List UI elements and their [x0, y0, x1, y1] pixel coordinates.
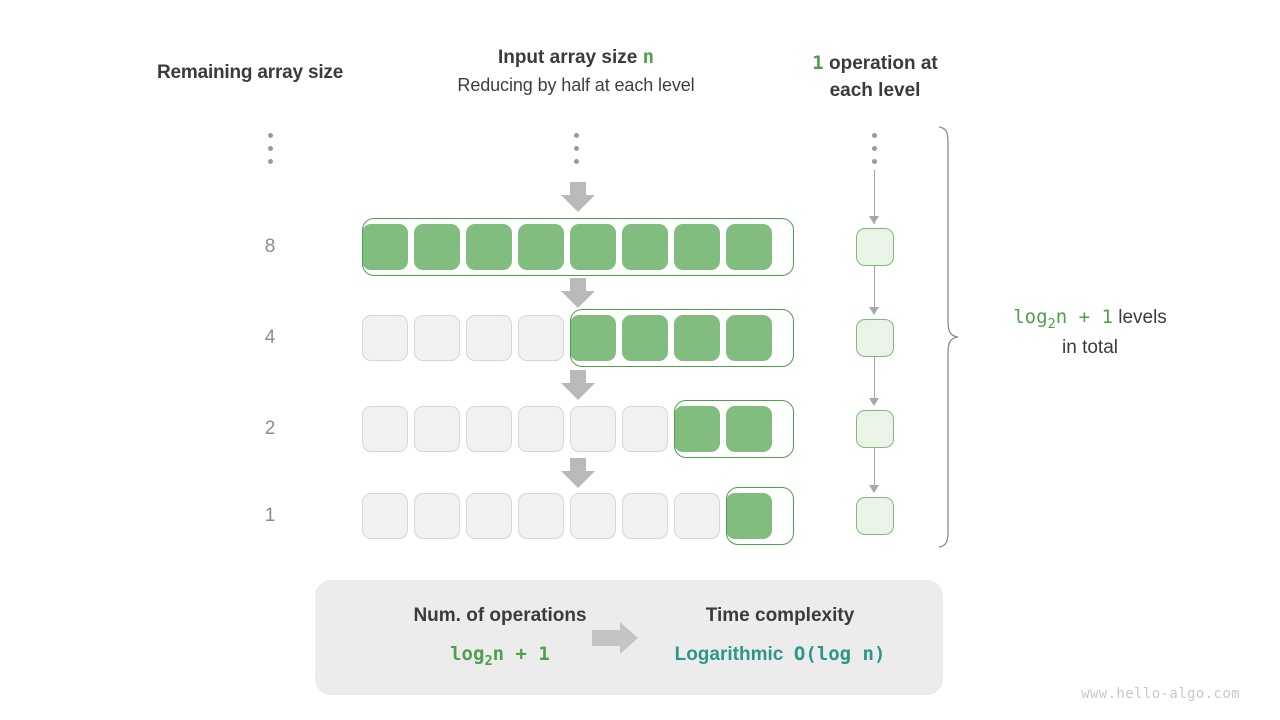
- levels-formula-sub: 2: [1047, 315, 1056, 332]
- array-cell-inactive: [414, 493, 460, 539]
- array-cell-active: [622, 224, 668, 270]
- row-label-4: 4: [264, 327, 276, 348]
- summary-complexity-value: Logarithmic O(log n): [645, 643, 915, 666]
- watermark: www.hello-algo.com: [1081, 686, 1240, 702]
- array-cell-inactive: [466, 493, 512, 539]
- array-cell-inactive: [570, 493, 616, 539]
- summary-box: Num. of operations log2n + 1 Time comple…: [315, 580, 943, 695]
- summary-formula-post: n + 1: [492, 643, 550, 665]
- summary-operations-group: Num. of operations log2n + 1: [355, 605, 645, 669]
- array-cell-inactive: [362, 406, 408, 452]
- array-cell-active: [570, 315, 616, 361]
- array-cell-inactive: [518, 406, 564, 452]
- array-cell-active: [674, 224, 720, 270]
- array-row-8: [362, 224, 772, 270]
- levels-formula: log2n + 1: [1013, 306, 1113, 332]
- summary-complexity-title: Time complexity: [705, 605, 855, 626]
- arrow-head-icon-op-2: [869, 307, 879, 315]
- array-cell-active: [362, 224, 408, 270]
- array-cell-inactive: [622, 493, 668, 539]
- ellipsis-icon-array-column: [574, 133, 579, 164]
- array-cell-active: [726, 406, 772, 452]
- array-row-4: [362, 315, 772, 361]
- array-cell-active: [622, 315, 668, 361]
- connector-line-to-op-1: [874, 170, 876, 224]
- row-label-8: 8: [264, 236, 276, 257]
- summary-complexity-name: Logarithmic: [674, 644, 784, 665]
- array-cell-active: [674, 406, 720, 452]
- array-cell-inactive: [674, 493, 720, 539]
- array-cell-active: [674, 315, 720, 361]
- arrow-down-icon-to-row-2: [561, 370, 595, 400]
- header-remaining-array-size: Remaining array size: [157, 62, 344, 83]
- array-cell-active: [414, 224, 460, 270]
- header-input-array-size: Input array size n Reducing by half at e…: [393, 46, 759, 96]
- summary-complexity-group: Time complexity Logarithmic O(log n): [645, 605, 915, 666]
- levels-note-line2: in total: [1062, 337, 1118, 359]
- levels-note-text: levels: [1112, 307, 1167, 328]
- operation-cell-level-4: [856, 497, 894, 535]
- summary-formula-pre: log: [450, 643, 485, 665]
- array-cell-inactive: [518, 493, 564, 539]
- connector-line-to-op-4: [874, 448, 876, 490]
- array-cell-inactive: [414, 406, 460, 452]
- levels-total-note: log2n + 1 levels in total: [975, 303, 1205, 363]
- connector-line-to-op-2: [874, 266, 876, 312]
- ellipsis-icon-left-column: [268, 133, 273, 164]
- array-cell-inactive: [362, 493, 408, 539]
- arrow-down-icon-to-row-8: [561, 182, 595, 212]
- header-operations-count: 1: [812, 52, 824, 74]
- array-cell-active: [466, 224, 512, 270]
- header-operations-per-level: 1 operation at each level: [772, 50, 978, 105]
- header-input-title-symbol: n: [642, 46, 655, 68]
- array-cell-active: [726, 493, 772, 539]
- array-row-1: [362, 493, 772, 539]
- ellipsis-icon-operations-column: [872, 133, 877, 164]
- array-cell-inactive: [466, 315, 512, 361]
- arrow-head-icon-op-4: [869, 485, 879, 493]
- arrow-down-icon-to-row-4: [561, 278, 595, 308]
- row-label-2: 2: [264, 418, 276, 439]
- operation-cell-level-3: [856, 410, 894, 448]
- arrow-head-icon-op-1: [869, 216, 879, 224]
- array-row-2: [362, 406, 772, 452]
- arrow-head-icon-op-3: [869, 398, 879, 406]
- summary-operations-value: log2n + 1: [355, 643, 645, 669]
- summary-formula-sub: 2: [484, 652, 493, 669]
- header-input-array-size-subtitle: Reducing by half at each level: [457, 75, 695, 95]
- array-cell-inactive: [414, 315, 460, 361]
- array-cell-inactive: [362, 315, 408, 361]
- array-cell-active: [570, 224, 616, 270]
- operation-cell-level-2: [856, 319, 894, 357]
- summary-complexity-notation: O(log n): [793, 643, 886, 665]
- connector-line-to-op-3: [874, 357, 876, 403]
- brace-icon-levels: [938, 126, 959, 548]
- array-cell-active: [726, 224, 772, 270]
- array-cell-inactive: [570, 406, 616, 452]
- header-operations-text-line1: operation at: [823, 53, 938, 74]
- header-input-title-text: Input array size: [497, 47, 643, 68]
- header-operations-text-line2: each level: [829, 79, 921, 101]
- array-cell-inactive: [466, 406, 512, 452]
- array-cell-inactive: [622, 406, 668, 452]
- arrow-down-icon-to-row-1: [561, 458, 595, 488]
- array-cell-active: [518, 224, 564, 270]
- summary-operations-title: Num. of operations: [413, 605, 587, 626]
- arrow-right-icon-summary: [592, 622, 648, 654]
- levels-formula-post: n + 1: [1055, 306, 1113, 328]
- array-cell-active: [726, 315, 772, 361]
- array-cell-inactive: [518, 315, 564, 361]
- operation-cell-level-1: [856, 228, 894, 266]
- levels-formula-pre: log: [1013, 306, 1048, 328]
- header-input-array-size-title: Input array size n: [393, 46, 759, 69]
- row-label-1: 1: [264, 505, 276, 526]
